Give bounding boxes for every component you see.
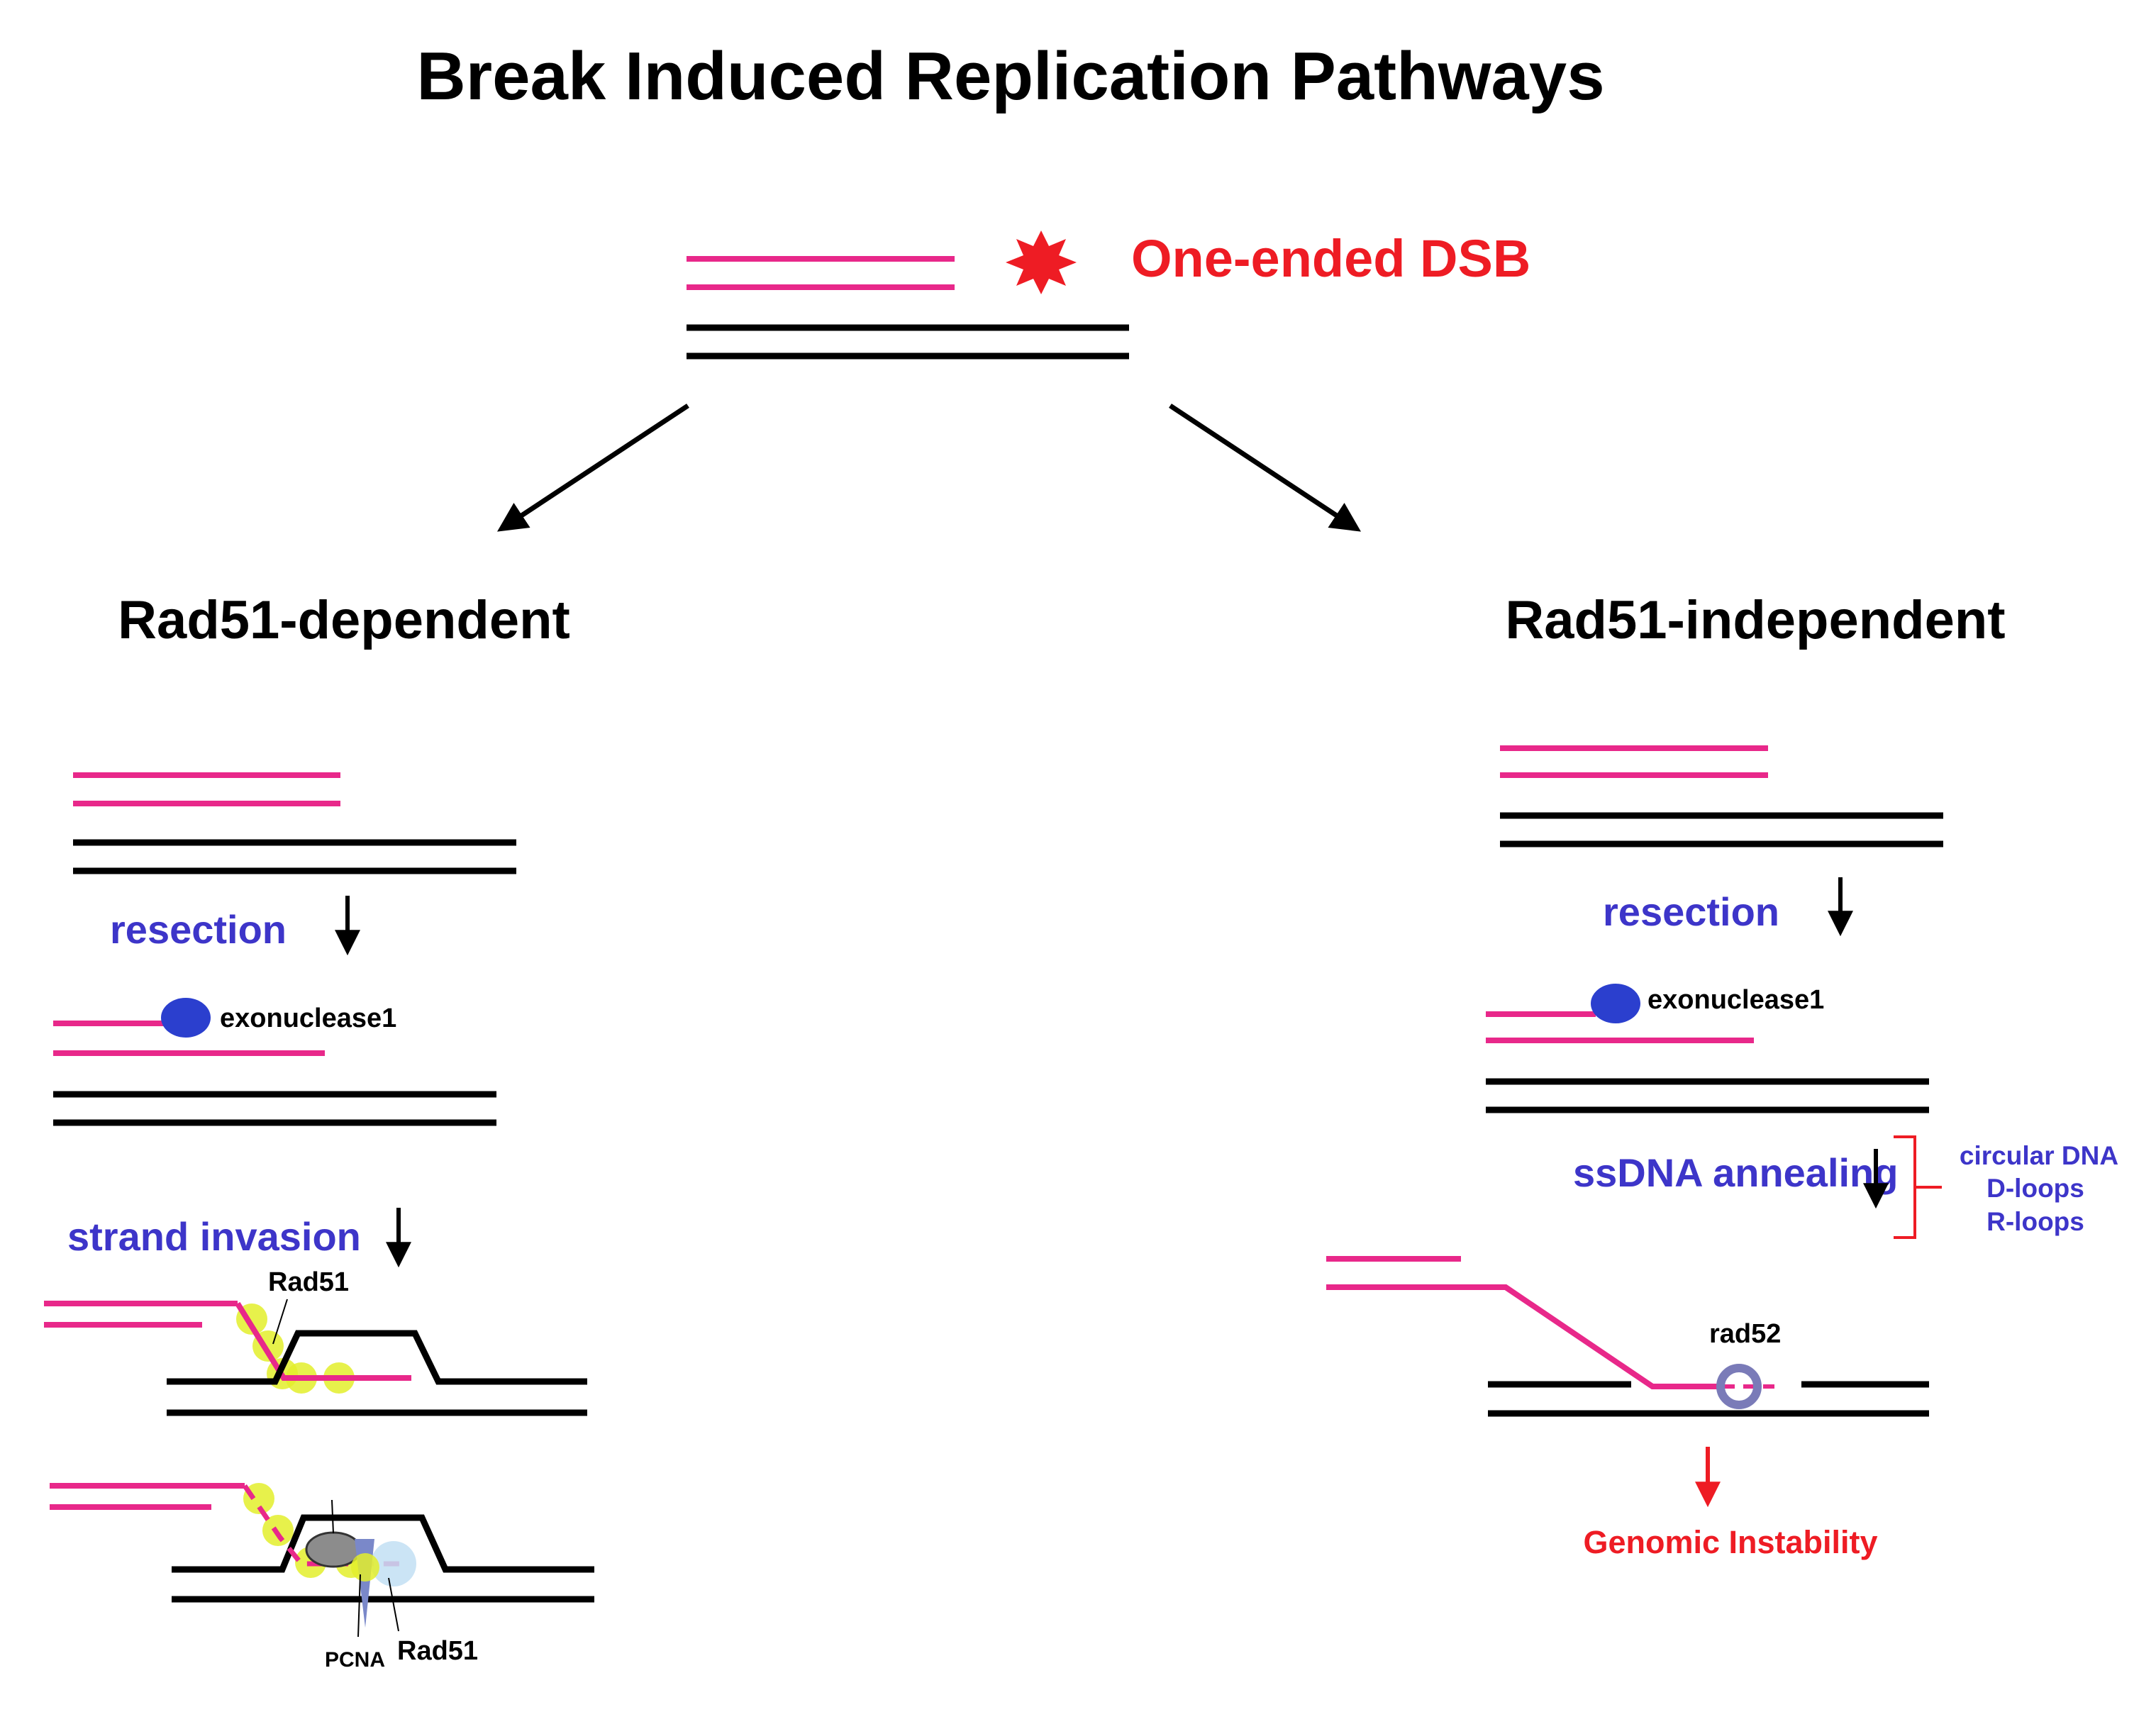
polymerase-halo xyxy=(371,1541,416,1586)
rad52-ring-icon xyxy=(1716,1364,1762,1409)
intermediate-d-loops: D-loops xyxy=(1986,1174,2084,1203)
step-strand-invasion-label: strand invasion xyxy=(67,1214,361,1259)
dsb-label: One-ended DSB xyxy=(1131,229,1530,288)
one-ended-dsb-duplex: One-ended DSB xyxy=(687,229,1530,360)
pcna-label: PCNA xyxy=(325,1648,385,1672)
displaced-strand xyxy=(172,1514,594,1573)
branch-arrow-right xyxy=(1169,404,1362,532)
rad51-monomer xyxy=(351,1553,379,1582)
branch-heading-left: Rad51-dependent xyxy=(118,590,570,650)
annealing-strand xyxy=(1326,1284,1723,1389)
pcna-pointer xyxy=(357,1574,361,1638)
intermediates-bracket xyxy=(1894,1135,1942,1239)
polymerase-pointer xyxy=(331,1499,334,1534)
rad51-dependent-pathway: resection exonuclease1 strand invasion R… xyxy=(44,772,594,1672)
rad51-pointer xyxy=(272,1299,288,1345)
pcna-icon xyxy=(355,1539,374,1628)
intermediate-r-loops: R-loops xyxy=(1986,1207,2084,1236)
step-ssdna-annealing-label: ssDNA annealing xyxy=(1573,1150,1898,1195)
invading-strand xyxy=(235,1301,411,1381)
exonuclease-icon xyxy=(1591,984,1640,1023)
extending-strand xyxy=(243,1484,404,1567)
displaced-strand xyxy=(167,1330,587,1385)
exonuclease-label: exonuclease1 xyxy=(1647,985,1824,1015)
branch-arrow-left xyxy=(496,404,689,532)
rad51-label: Rad51 xyxy=(397,1636,478,1666)
rad51-label: Rad51 xyxy=(268,1267,349,1297)
intermediate-circular-dna: circular DNA xyxy=(1960,1141,2118,1170)
polymerase-icon xyxy=(305,1531,362,1568)
step-resection-label: resection xyxy=(110,907,287,952)
page-title: Break Induced Replication Pathways xyxy=(416,38,1604,114)
exonuclease-label: exonuclease1 xyxy=(220,1004,396,1033)
break-star-icon xyxy=(1006,230,1077,294)
exonuclease-icon xyxy=(161,998,211,1038)
rad51-pointer xyxy=(388,1577,399,1632)
step-resection-label: resection xyxy=(1603,889,1779,934)
branch-heading-right: Rad51-independent xyxy=(1505,590,2005,650)
rad52-label: rad52 xyxy=(1709,1319,1781,1349)
rad51-independent-pathway: resection exonuclease1 ssDNA annealing c… xyxy=(1326,745,2118,1560)
outcome-label: Genomic Instability xyxy=(1583,1524,1877,1560)
